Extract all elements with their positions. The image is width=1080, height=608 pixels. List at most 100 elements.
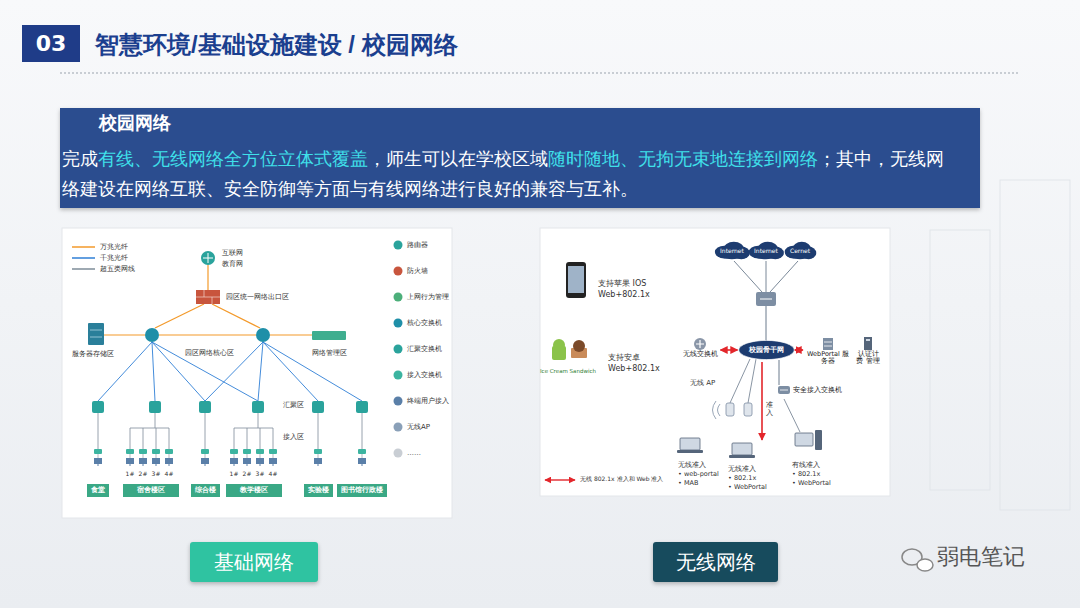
slide-title: 智慧环境/基础设施建设 / 校园网络 <box>95 29 458 61</box>
android-head <box>553 339 565 351</box>
wire <box>143 454 144 458</box>
node-text: 无线交换机 <box>683 351 718 358</box>
pc-monitor <box>795 433 813 446</box>
terminal-stand <box>362 464 363 466</box>
legend-text: 无线AP <box>407 423 430 431</box>
terminal-stand <box>247 464 248 466</box>
diagram-label: 3# <box>152 471 161 478</box>
node-text: 食堂 <box>91 484 105 497</box>
diagram-label: 网络管理区 <box>312 349 347 357</box>
legend-icon-sample <box>394 319 403 328</box>
legend-text: …… <box>407 449 421 457</box>
cloud-node: Internet <box>713 241 751 260</box>
diagram-label: Ice Cream Sandwich <box>540 368 596 374</box>
connector <box>779 360 780 385</box>
device-icon <box>821 337 835 351</box>
legend-icon-sample <box>394 371 403 380</box>
wire <box>104 334 145 335</box>
wire <box>169 454 170 458</box>
firewall-brick <box>196 297 220 298</box>
legend-text: 千兆光纤 <box>100 254 128 262</box>
body-text: ，师生可以在学校区域 <box>368 148 548 169</box>
diagram-label: • 802.1x <box>728 475 756 482</box>
wire <box>770 261 798 292</box>
watermark: 弱电笔记 <box>937 544 1025 569</box>
server-mark <box>90 330 102 331</box>
wire <box>205 413 206 449</box>
wire <box>98 454 99 458</box>
building-box: 图书馆行政楼 <box>337 484 387 497</box>
aggregation-switch-icon <box>149 401 161 413</box>
legend-line-sample <box>72 257 95 259</box>
wire <box>212 304 260 328</box>
wire <box>258 342 263 401</box>
wire <box>263 342 318 401</box>
text-panel: 校园网络完成有线、无线网络全方位立体式覆盖，师生可以在学校区域随时随地、无拘无束… <box>60 108 980 208</box>
wire <box>207 265 208 290</box>
management-device-icon <box>312 331 346 340</box>
wire <box>362 454 363 458</box>
wire <box>730 359 750 403</box>
diagram-label: 准入 <box>766 402 773 417</box>
legend-arrow-sample <box>545 479 575 480</box>
switch-box <box>778 386 790 394</box>
wifi-waves <box>713 401 721 419</box>
diagram-label: 无线 AP <box>690 379 715 387</box>
legend-text: 万兆光纤 <box>100 243 128 251</box>
wire <box>155 304 204 328</box>
diagram-label: Web+802.1x <box>608 364 660 373</box>
legend-icon-sample <box>394 345 403 354</box>
wire <box>130 428 131 449</box>
wire <box>130 454 131 458</box>
node-text: Internet <box>720 247 744 254</box>
node-text: 认证计费 管理 <box>854 351 882 366</box>
server-mark <box>90 337 102 338</box>
wire <box>98 413 99 449</box>
aggregation-switch-icon <box>312 401 324 413</box>
node-text: 教学楼区 <box>230 484 278 497</box>
node-text: 安全接入交换机 <box>793 385 842 395</box>
node-text: Cernet <box>790 247 810 254</box>
node-text: 综合楼 <box>195 484 216 497</box>
wire <box>130 428 169 429</box>
wire <box>234 454 235 458</box>
diagram-label: 支持安卓 <box>608 353 640 362</box>
terminal-icon <box>314 458 322 464</box>
access-switch-icon <box>230 449 238 454</box>
laptop-screen <box>732 443 752 455</box>
access-switch-icon <box>139 449 147 454</box>
wire <box>270 334 312 335</box>
diagram-label: 2# <box>139 471 148 478</box>
terminal-icon <box>243 458 251 464</box>
wire <box>247 428 248 449</box>
node-text: 无线网络 <box>676 549 756 576</box>
access-switch-icon <box>201 449 209 454</box>
section-number: 03 <box>22 25 80 62</box>
wire <box>156 454 157 458</box>
wire <box>169 428 170 449</box>
diagram-label: 2# <box>243 471 252 478</box>
access-switch-icon <box>358 449 366 454</box>
diagram-label: • 802.1x <box>792 471 820 478</box>
diagram-label: 接入区 <box>283 433 304 441</box>
firewall-brick <box>212 297 213 304</box>
panel-body: 完成有线、无线网络全方位立体式覆盖，师生可以在学校区域随时随地、无拘无束地连接到… <box>62 144 947 204</box>
diagram-label: 有线准入 <box>792 462 820 469</box>
terminal-stand <box>234 464 235 466</box>
diagram-label: • MAB <box>678 480 698 487</box>
wire <box>260 428 261 449</box>
building-box: 食堂 <box>87 484 109 497</box>
diagram-label: 3# <box>256 471 265 478</box>
pc-tower <box>815 430 822 450</box>
server-mark <box>824 342 832 346</box>
cupcake-icon <box>571 348 587 358</box>
wire <box>784 399 800 432</box>
wireless-ap-icon <box>744 403 752 416</box>
legend-text: 无线 802.1x 准入和 Web 准入 <box>580 476 663 483</box>
cupcake-top <box>573 340 585 352</box>
diagram-label: 支持苹果 IOS <box>598 279 646 288</box>
legend-text: 接入交换机 <box>407 371 442 379</box>
highlight-text: 有线、无线网络全方位立体式覆盖 <box>98 148 368 169</box>
legend-icon-sample <box>394 449 403 458</box>
